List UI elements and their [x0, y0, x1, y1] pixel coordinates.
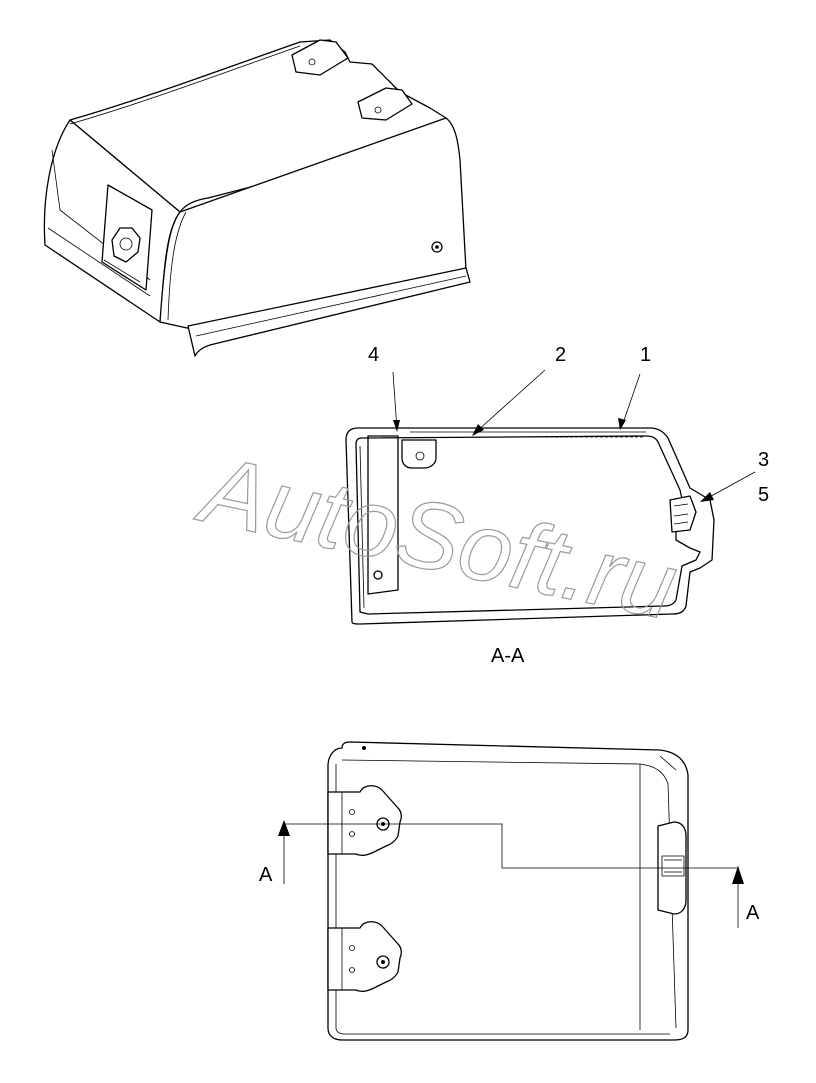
section-lock — [669, 495, 697, 533]
section-marker-right: A — [746, 902, 760, 924]
top-view-hinge-upper — [327, 785, 402, 856]
section-outer-shell — [345, 427, 715, 625]
section-marker-left: A — [259, 864, 273, 886]
callout-5: 5 — [758, 484, 769, 506]
top-view-hinge-lower — [327, 921, 402, 992]
section-inner-shell — [355, 435, 701, 615]
section-tab — [401, 439, 437, 469]
top-view — [327, 741, 689, 1041]
iso-hinge-1 — [291, 39, 349, 76]
iso-top-surface — [69, 39, 453, 213]
section-cut-line — [278, 820, 744, 928]
iso-front-face — [159, 117, 467, 331]
top-view-outline — [327, 741, 689, 1041]
callout-2: 2 — [555, 344, 566, 366]
iso-lock-knob — [111, 227, 141, 263]
iso-hinge-2 — [357, 87, 413, 121]
iso-bottom-flange — [187, 267, 471, 357]
callout-1: 1 — [640, 344, 651, 366]
section-view — [345, 427, 715, 625]
leader-lines — [392, 369, 756, 502]
callout-4: 4 — [368, 344, 379, 366]
section-inner-panel — [367, 435, 399, 595]
isometric-view — [43, 39, 471, 357]
watermark: AutoSoft.ru — [189, 435, 686, 641]
section-title: A-A — [491, 645, 525, 667]
callout-3: 3 — [758, 449, 769, 471]
